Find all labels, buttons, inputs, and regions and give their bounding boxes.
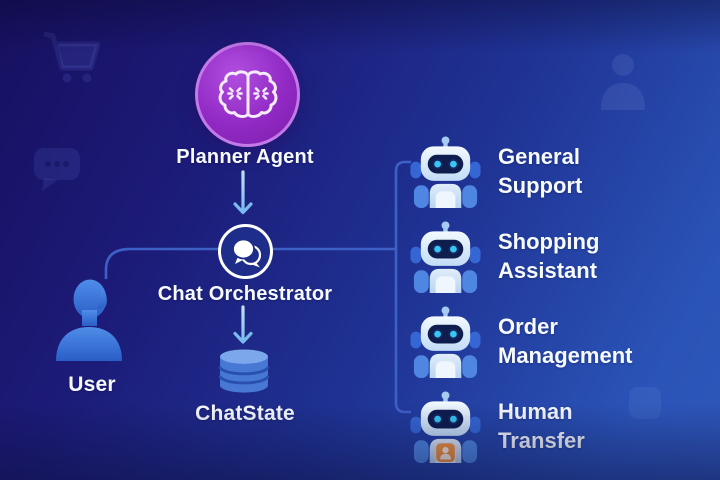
robot-icon [408,303,483,378]
agent-general-support: General Support [408,133,708,208]
agent-label-line: Human [498,398,573,424]
person-ghost-icon [601,54,645,110]
planner-agent-node [195,42,300,147]
agent-label: General Support [498,142,582,200]
planner-to-orchestrator-arrow [233,170,253,215]
agent-shopping-assistant: Shopping Assistant [408,218,708,293]
cart-ghost-icon [43,31,101,83]
robot-icon [408,133,483,208]
agent-order-management: Order Management [408,303,708,378]
person-icon [56,279,122,361]
agent-label: Order Management [498,312,632,370]
chat-orchestrator-node [218,224,273,279]
robot-icon [408,218,483,293]
database-icon [218,349,270,393]
planner-agent-label: Planner Agent [176,146,314,168]
chat-bubble-ghost-icon [34,148,80,191]
agent-label-line: Transfer [498,427,585,453]
agent-label: Human Transfer [498,397,585,455]
square-ghost-icon [629,387,661,419]
agent-label-line: Management [498,342,633,368]
agent-human-transfer: Human Transfer [408,388,708,463]
brain-icon [218,69,277,118]
chatstate-label: ChatState [195,402,295,425]
person-badge-icon [436,443,455,463]
user-label: User [68,373,116,396]
robot-icon-with-person-badge [408,388,483,463]
agent-label-line: Shopping [498,228,600,254]
agent-label-line: Support [498,172,583,198]
chat-bubbles-icon [231,238,261,267]
agent-label-line: Assistant [498,257,598,283]
agent-label: Shopping Assistant [498,227,599,285]
agent-label-line: General [498,143,580,169]
orchestrator-to-chatstate-arrow [233,305,253,344]
agent-label-line: Order [498,313,558,339]
chat-orchestrator-label: Chat Orchestrator [157,283,333,305]
